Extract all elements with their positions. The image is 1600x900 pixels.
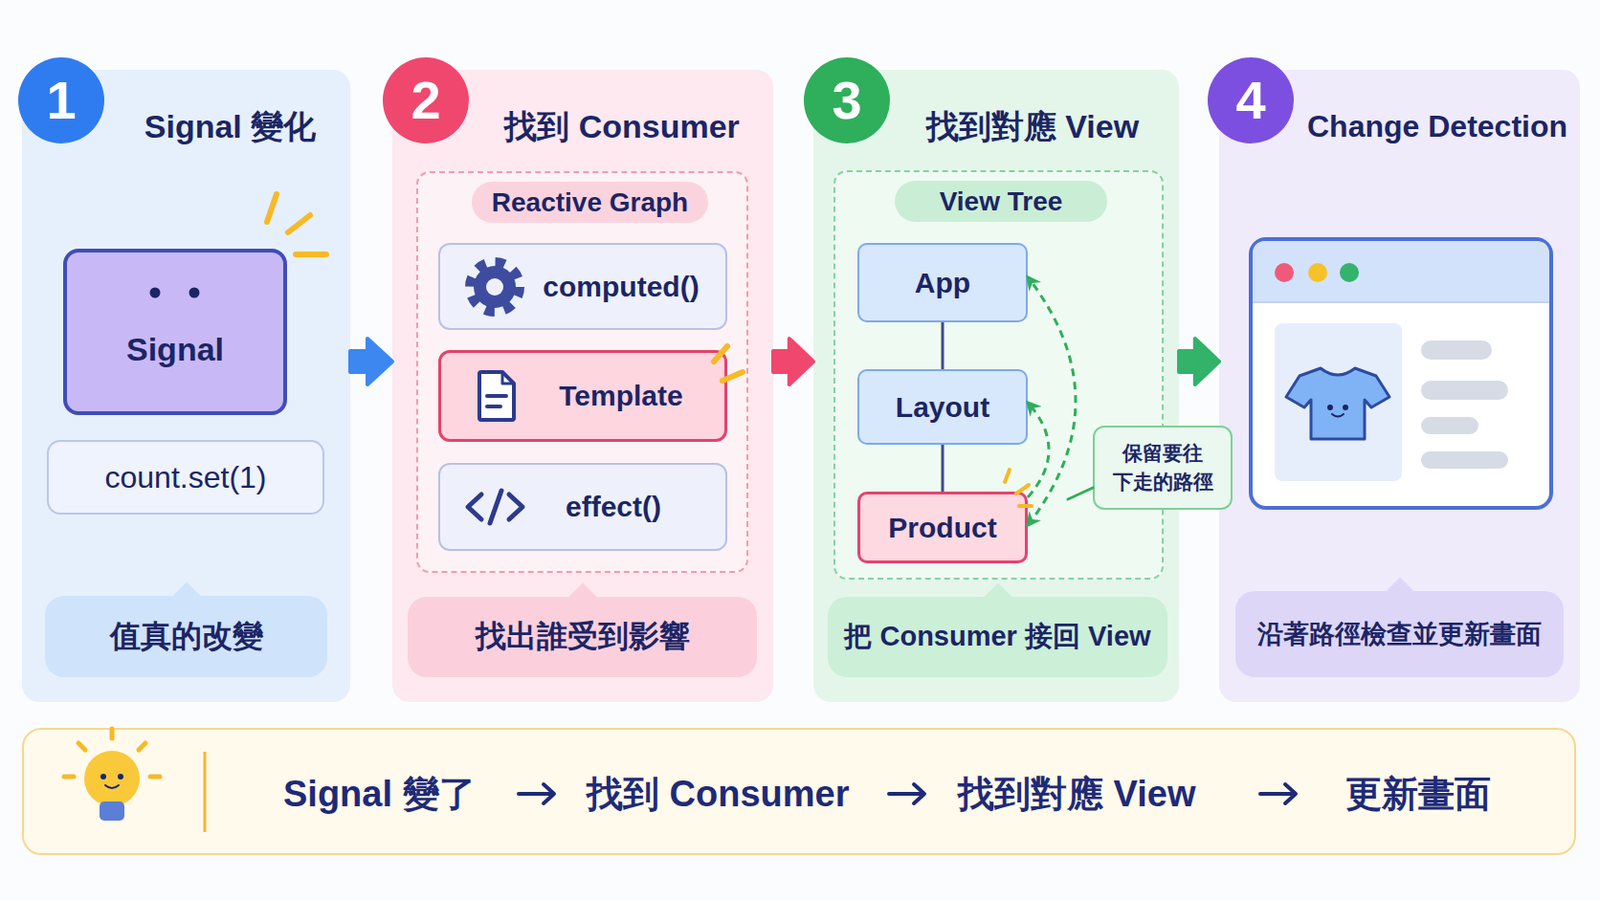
summary-tag: 把 Consumer 接回 View (827, 597, 1168, 678)
step-number: 4 (1207, 57, 1294, 144)
step-panel: Change Detection 4 沿著路徑檢查並更新畫面 (1219, 69, 1580, 703)
panel-heading: Change Detection (1302, 104, 1573, 149)
tag-pointer (982, 582, 1013, 613)
code-box: count.set(1) (46, 440, 325, 515)
summary-tag: 沿著路徑檢查並更新畫面 (1235, 591, 1564, 678)
summary-tag: 值真的改變 (44, 596, 328, 678)
number-text: 1 (45, 73, 76, 128)
tag-pointer (171, 581, 201, 612)
summary-bar: Signal 變了 找到 Consumer 找到對應 View 更新畫面 (22, 728, 1577, 856)
tag-pointer (1384, 577, 1415, 607)
tree-link (941, 322, 945, 370)
group-label: Reactive Graph (471, 181, 709, 223)
tag-pointer (567, 582, 598, 613)
flow-step: 找到對應 View (957, 772, 1196, 817)
flow-step: 更新畫面 (1345, 772, 1491, 817)
signal-box: Signal (63, 248, 288, 416)
view-tree-group: View TreeAppLayoutProduct保留要往 下走的路徑 (833, 170, 1164, 580)
step-number: 3 (803, 57, 890, 144)
panel-heading: Signal 變化 (117, 104, 343, 149)
flow-arrow (773, 338, 814, 385)
flow-arrow (350, 338, 393, 385)
summary-tag: 找出誰受到影響 (407, 597, 757, 678)
consumer-box: effect() (438, 463, 728, 552)
box-label: Product (888, 511, 997, 545)
flow-step: Signal 變了 (283, 772, 476, 817)
number-text: 3 (831, 73, 862, 128)
box-label: Template (558, 379, 683, 413)
number-text: 4 (1235, 73, 1266, 128)
box-label: count.set(1) (105, 460, 267, 496)
step-number: 2 (382, 57, 469, 144)
view-box: App (857, 243, 1028, 323)
callout-text: 保留要往 下走的路徑 (1104, 439, 1222, 497)
flow-arrow (1178, 338, 1220, 385)
tag-text: 沿著路徑檢查並更新畫面 (1257, 617, 1542, 652)
tag-text: 值真的改變 (110, 616, 264, 659)
note-callout: 保留要往 下走的路徑 (1092, 425, 1233, 511)
tag-text: 找出誰受到影響 (475, 616, 690, 659)
tree-link (941, 444, 945, 492)
view-box: Product (857, 491, 1028, 564)
group-label: View Tree (894, 180, 1108, 223)
tag-text: 把 Consumer 接回 View (844, 618, 1151, 657)
graph-group: Reactive Graph computed() Template effect() (416, 171, 749, 574)
panel-heading: 找到 Consumer (478, 104, 766, 149)
step-panel: 找到 Consumer 2Reactive Graph computed() Temp… (392, 69, 774, 703)
step-number: 1 (18, 57, 105, 144)
box-label: computed() (542, 270, 699, 304)
path-arrow (1027, 277, 1076, 527)
flow-step: 找到 Consumer (586, 772, 849, 817)
step-panel: Signal 變化 1Signal count.set(1) 值真的改變 (22, 69, 351, 703)
box-label: App (914, 266, 971, 300)
box-label: effect() (565, 490, 662, 524)
view-box: Layout (857, 369, 1028, 445)
box-label: Signal (126, 331, 224, 369)
step-panel: 找到對應 View3View TreeAppLayoutProduct保留要往 … (813, 69, 1179, 703)
box-label: Layout (895, 391, 990, 424)
panel-heading: 找到對應 View (893, 104, 1172, 149)
consumer-box: Template (438, 350, 728, 443)
consumer-box: computed() (438, 243, 728, 331)
number-text: 2 (410, 73, 441, 128)
path-arrow (1027, 402, 1049, 498)
